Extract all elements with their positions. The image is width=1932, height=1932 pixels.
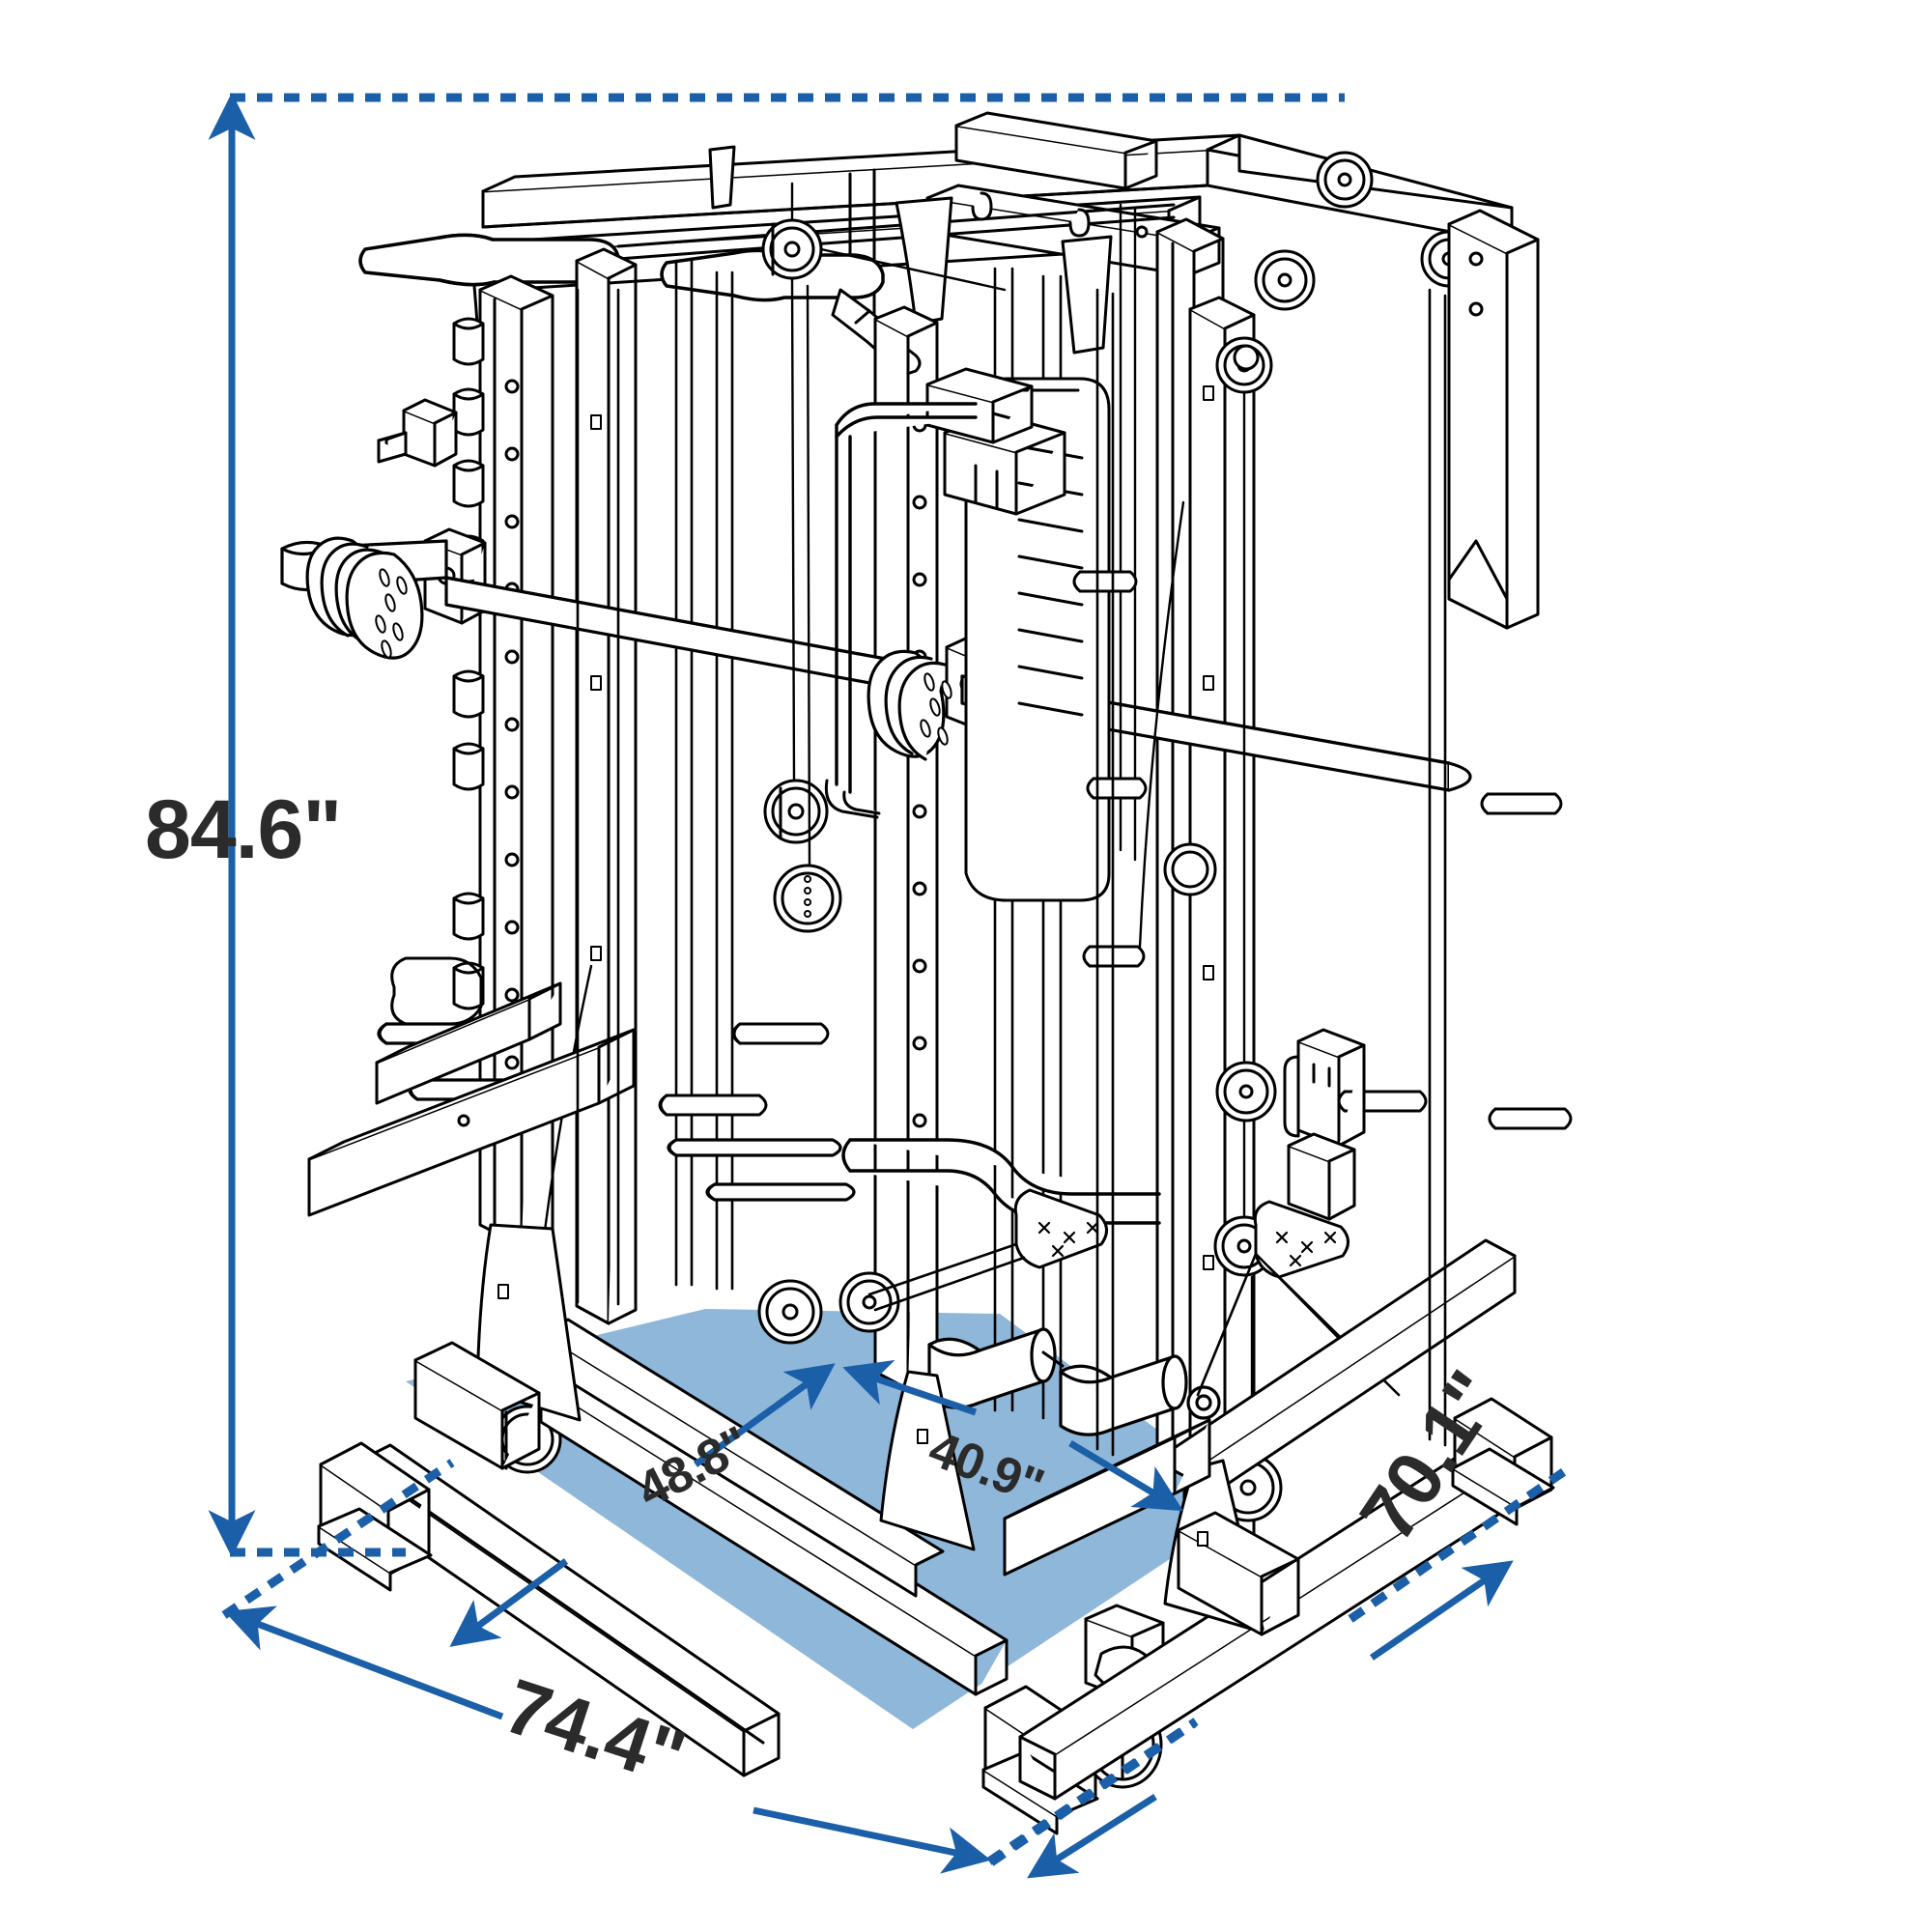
dim-inner-width-group <box>449 1363 836 1647</box>
ext-line-depth-high <box>1348 1464 1572 1623</box>
cable-lines <box>526 182 1254 1457</box>
leg-roller-a <box>927 1327 1057 1409</box>
pulley-column-right-a <box>1215 1061 1277 1122</box>
leg-roller-shaft <box>1041 1350 1065 1368</box>
pulley-top-right-b <box>1254 249 1316 311</box>
dip-bar-left <box>390 956 483 1026</box>
weight-peg-l7 <box>452 892 485 941</box>
seat-pad-right <box>1253 1200 1350 1279</box>
dim-arrow-width-b <box>753 1806 991 1874</box>
weight-peg-l3 <box>452 459 485 508</box>
pulley-top-rear <box>761 218 823 280</box>
peg-right-mid <box>1072 570 1138 593</box>
dim-arrow-depth-a <box>1027 1794 1157 1879</box>
selector-bracket <box>925 367 1034 444</box>
weight-peg-l1 <box>452 317 485 366</box>
seat-pad-center <box>1013 1188 1108 1269</box>
dim-arrow-depth-b <box>1370 1560 1514 1661</box>
pulley-lower-left <box>757 1279 823 1345</box>
dim-arrow-inner-width-a <box>449 1558 569 1647</box>
weight-stack-plates <box>1017 444 1084 717</box>
dim-width-group <box>221 1459 1199 1874</box>
dim-arrow-width-a <box>224 1605 504 1720</box>
small-bolt-marks <box>497 385 1214 1547</box>
curved-arm-upper <box>835 402 978 794</box>
pulley-mid-left-a <box>763 779 829 844</box>
lower-handle-arm-b <box>705 1182 856 1202</box>
peg-right-upper <box>1086 777 1148 800</box>
attachment-bracket-right <box>1287 1132 1356 1221</box>
dim-height-group <box>208 92 1345 1558</box>
mid-peg-center <box>731 1022 830 1045</box>
j-cup-lower-left <box>377 431 408 464</box>
weight-peg-l6 <box>452 742 485 791</box>
peg-holes-left <box>504 379 520 1070</box>
base-rail-cross-low <box>539 1366 1009 1696</box>
leg-roller-b <box>1059 1354 1221 1436</box>
ext-line-width-left <box>221 1459 455 1619</box>
bar-holder-right <box>1283 1055 1300 1138</box>
top-frame-rear-beam <box>954 111 1158 190</box>
peg-far-right-lower <box>1488 1107 1573 1130</box>
dim-arrow-inner-depth-a <box>842 1359 978 1416</box>
dim-depth-group <box>988 1464 1572 1879</box>
dim-inner-depth-group <box>842 1359 1184 1512</box>
mid-peg-center-2 <box>658 1094 768 1117</box>
weight-peg-l5 <box>452 669 485 719</box>
weight-peg-l2 <box>452 387 485 437</box>
lower-handle-arm-a <box>667 1138 842 1157</box>
plate-horn-lower-left <box>307 1028 636 1217</box>
side-panel-right <box>1447 209 1540 630</box>
pulley-top-right-a <box>1316 151 1374 209</box>
peg-far-right-upper <box>1480 792 1563 815</box>
pulley-mid-right-a <box>1233 344 1260 371</box>
curved-arm-foot <box>824 779 881 819</box>
seat-support-struts <box>867 1242 1401 1397</box>
base-bracket-blocks <box>413 1341 1300 1636</box>
plate-horn-mid-left <box>375 981 562 1105</box>
ext-line-depth-low <box>988 1719 1197 1866</box>
pulley-column-center <box>1163 842 1217 896</box>
misc-braces <box>576 288 1447 1457</box>
dim-arrow-inner-depth-b <box>1068 1439 1184 1512</box>
dim-arrow-inner-width-b <box>693 1363 836 1467</box>
j-cup-upper-left <box>384 398 458 468</box>
dimension-label-height: 84.6" <box>145 783 342 876</box>
pulley-mid-left-b <box>773 864 842 933</box>
